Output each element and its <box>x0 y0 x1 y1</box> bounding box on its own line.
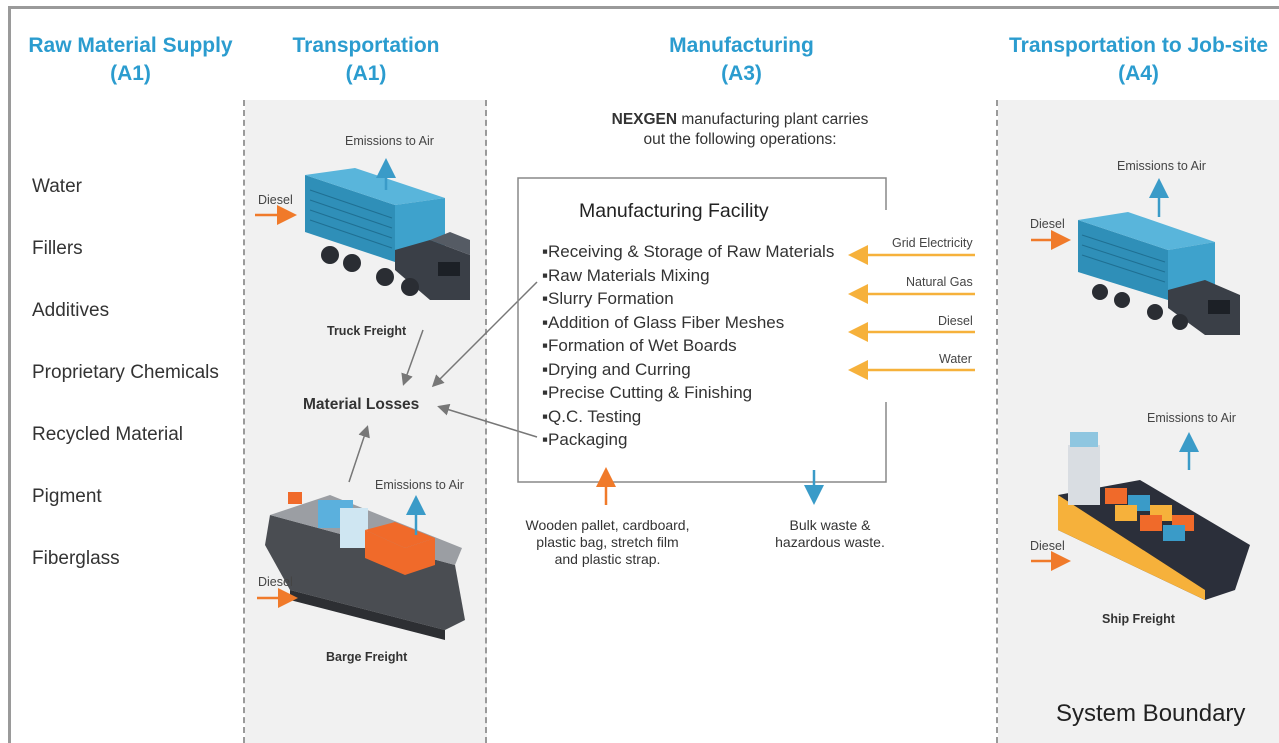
raw-material-item: Additives <box>32 300 110 321</box>
barge-illustration-a1 <box>265 492 465 640</box>
input-label-water: Water <box>939 352 972 366</box>
barge-freight-caption: Barge Freight <box>326 650 408 664</box>
input-label-natural-gas: Natural Gas <box>906 275 973 289</box>
barge-emissions-label: Emissions to Air <box>375 478 464 492</box>
a4-truck-diesel-label: Diesel <box>1030 217 1065 231</box>
divider-a1-left <box>243 100 245 743</box>
header-transportation-a1: Transportation(A1) <box>292 34 440 85</box>
truck-freight-caption: Truck Freight <box>327 324 407 338</box>
truck-illustration-a1 <box>305 168 470 300</box>
header-transportation-job-site: Transportation to Job-site(A4) <box>1008 34 1268 85</box>
operations-list: ▪Receiving & Storage of Raw Materials ▪R… <box>542 240 834 452</box>
facility-title: Manufacturing Facility <box>579 200 769 222</box>
waste-output-label: Bulk waste & hazardous waste. <box>775 517 885 550</box>
divider-a4-left <box>996 100 998 743</box>
operation-item: ▪Receiving & Storage of Raw Materials <box>542 242 835 261</box>
barge-to-losses-arrow <box>348 425 370 483</box>
system-boundary-label: System Boundary <box>1056 700 1246 727</box>
input-label-grid-electricity: Grid Electricity <box>892 236 973 250</box>
operation-item: ▪Addition of Glass Fiber Meshes <box>542 312 785 332</box>
raw-material-item: Pigment <box>32 486 102 507</box>
transport-a4-band <box>998 100 1279 743</box>
operation-item: ▪Slurry Formation <box>542 289 674 308</box>
operation-item: ▪Precise Cutting & Finishing <box>542 383 753 402</box>
packaging-input-label: Wooden pallet, cardboard, plastic bag, s… <box>525 517 690 567</box>
raw-material-item: Proprietary Chemicals <box>32 362 219 383</box>
a4-truck-emissions-label: Emissions to Air <box>1117 159 1206 173</box>
operation-item: ▪Packaging <box>542 430 628 449</box>
raw-material-item: Fiberglass <box>32 548 120 569</box>
truck-illustration-a4 <box>1078 212 1240 335</box>
header-raw-material-supply: Raw Material Supply(A1) <box>28 34 233 85</box>
truck-diesel-label: Diesel <box>258 193 293 207</box>
ship-illustration-a4 <box>1058 432 1250 600</box>
raw-material-item: Fillers <box>32 238 83 259</box>
truck-to-losses-arrow <box>401 329 424 386</box>
brand-name: NEXGEN <box>611 111 678 128</box>
truck-emissions-label: Emissions to Air <box>345 134 434 148</box>
material-losses-label: Material Losses <box>303 396 420 413</box>
ship-emissions-label: Emissions to Air <box>1147 411 1236 425</box>
raw-material-item: Recycled Material <box>32 424 183 445</box>
operation-item: ▪Formation of Wet Boards <box>542 336 737 355</box>
raw-material-item: Water <box>32 176 82 197</box>
operation-item: ▪Q.C. Testing <box>542 406 642 426</box>
ship-diesel-label: Diesel <box>1030 539 1065 553</box>
operation-item: ▪Drying and Curring <box>542 359 691 379</box>
facility-box <box>517 177 887 483</box>
operation-item: ▪Raw Materials Mixing <box>542 265 710 285</box>
manufacturing-intro: NEXGEN manufacturing plant carries out t… <box>611 111 869 148</box>
barge-diesel-label: Diesel <box>258 575 293 589</box>
input-label-diesel: Diesel <box>938 314 973 328</box>
packaging-to-losses-arrow <box>437 403 538 438</box>
header-manufacturing: Manufacturing(A3) <box>669 34 814 85</box>
ship-freight-caption: Ship Freight <box>1102 612 1175 626</box>
mixing-to-losses-arrow <box>431 281 538 388</box>
